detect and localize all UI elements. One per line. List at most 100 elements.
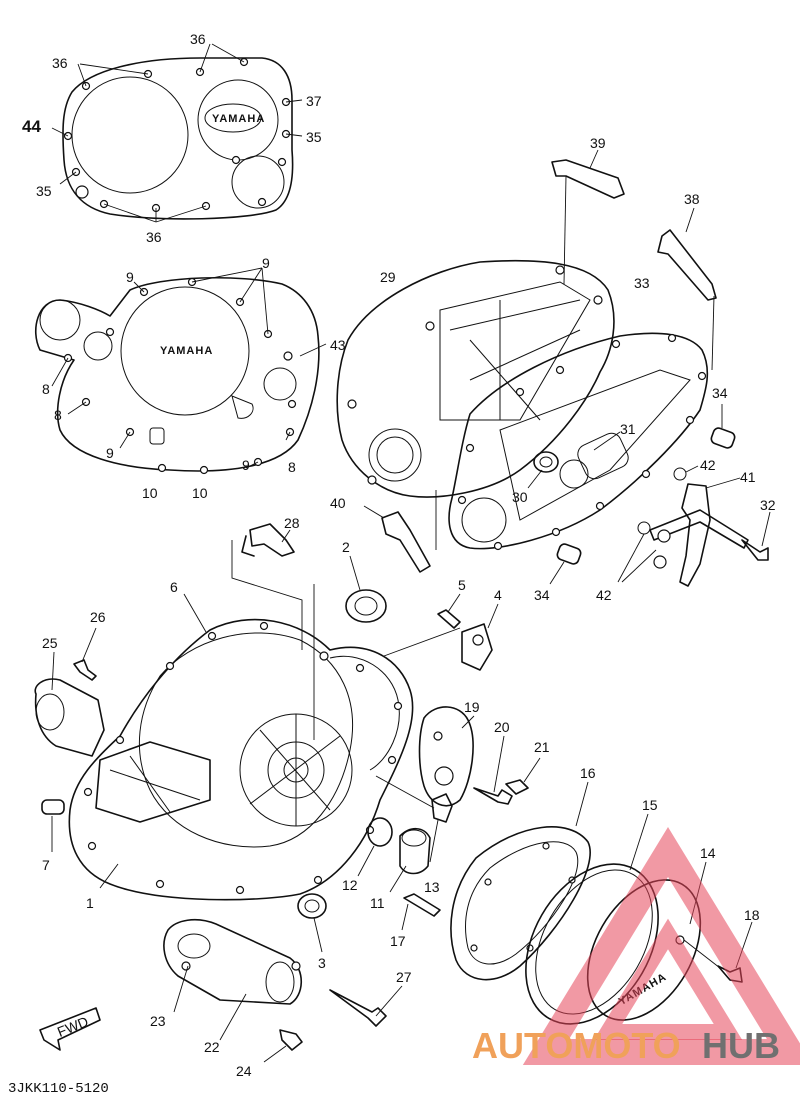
callout-36a: 36 — [190, 31, 206, 47]
cover-19 — [418, 706, 475, 807]
watermark-text-part1: AUTOMOTO — [472, 1025, 681, 1066]
callout-36b: 36 — [52, 55, 68, 71]
callout-40: 40 — [330, 495, 346, 511]
callout-25: 25 — [42, 635, 58, 651]
callout-27: 27 — [396, 969, 412, 985]
gasket-44-bolt-holes — [63, 57, 291, 213]
callout-34b: 34 — [534, 587, 550, 603]
callout-21: 21 — [534, 739, 550, 755]
callout-22: 22 — [204, 1039, 220, 1055]
bolt-32 — [741, 511, 771, 561]
callout-9c: 9 — [106, 445, 114, 461]
callout-24: 24 — [236, 1063, 252, 1079]
gasket-33-bolt-holes — [457, 333, 707, 551]
dowel-3 — [297, 893, 327, 953]
callout-1: 1 — [86, 895, 94, 911]
callout-3: 3 — [318, 955, 326, 971]
callout-30: 30 — [512, 489, 528, 505]
callout-9b: 9 — [262, 255, 270, 271]
brand-mark-1: YAMAHA — [212, 113, 265, 125]
bolt-21 — [505, 757, 541, 795]
callout-38: 38 — [684, 191, 700, 207]
fwd-arrow: FWD — [39, 1007, 101, 1051]
bolt-5 — [437, 593, 461, 629]
brand-mark-2: YAMAHA — [160, 345, 213, 357]
crankcase-cover-6 — [68, 593, 414, 901]
crankcase-cover-29 — [336, 259, 615, 498]
diagram-code: 3JKK110-5120 — [8, 1081, 109, 1097]
callout-31: 31 — [620, 421, 636, 437]
callout-35a: 35 — [306, 129, 322, 145]
callout-9d: 9 — [242, 457, 250, 473]
callout-29: 29 — [380, 269, 396, 285]
callout-14: 14 — [700, 845, 716, 861]
callout-16: 16 — [580, 765, 596, 781]
callout-23: 23 — [150, 1013, 166, 1029]
watermark-logo: AUTOMOTO HUB — [472, 827, 800, 1066]
callout-43: 43 — [330, 337, 346, 353]
clamp-28 — [231, 523, 303, 650]
bolt-20 — [473, 735, 513, 805]
callout-15: 15 — [642, 797, 658, 813]
callout-8b: 8 — [54, 407, 62, 423]
crankcase-cover-gasket-44 — [51, 43, 303, 223]
o-rings-42 — [617, 465, 699, 583]
callout-11: 11 — [370, 895, 385, 911]
bolt-27 — [329, 985, 403, 1027]
cover-6-bolt-holes — [83, 621, 403, 895]
callout-5: 5 — [458, 577, 466, 593]
callout-37: 37 — [306, 93, 322, 109]
cover-plate-4 — [383, 603, 499, 671]
callout-6: 6 — [170, 579, 178, 595]
bolt-24 — [263, 1029, 303, 1063]
gasket-16 — [450, 781, 591, 981]
callout-44: 44 — [22, 117, 41, 136]
gasket-43-bolt-holes — [63, 277, 297, 475]
callout-26: 26 — [90, 609, 106, 625]
callout-8c: 8 — [288, 459, 296, 475]
callout-19: 19 — [464, 699, 480, 715]
generator-cover-gasket-43 — [35, 267, 327, 475]
plug-11 — [389, 827, 431, 893]
starter-cover-25 — [34, 651, 105, 757]
callout-35b: 35 — [36, 183, 52, 199]
callout-39: 39 — [590, 135, 606, 151]
plate-38 — [657, 207, 717, 371]
callout-18: 18 — [744, 907, 760, 923]
oil-seal-31 — [593, 431, 621, 451]
callout-10a: 10 — [142, 485, 158, 501]
callout-9a: 9 — [126, 269, 134, 285]
bracket-40 — [363, 490, 437, 573]
dowel-7 — [41, 799, 65, 852]
callout-12: 12 — [342, 877, 358, 893]
callout-32: 32 — [760, 497, 776, 513]
watermark-triangle-inner — [593, 918, 743, 1040]
callout-13: 13 — [424, 879, 440, 895]
callout-4: 4 — [494, 587, 502, 603]
callout-42b: 42 — [596, 587, 612, 603]
bolt-26 — [73, 627, 97, 681]
callout-41: 41 — [740, 469, 756, 485]
fwd-label: FWD — [55, 1013, 91, 1040]
callout-numbers: 36 36 36 37 35 35 44 9 9 9 9 8 8 8 10 10… — [22, 31, 776, 1079]
callout-17: 17 — [390, 933, 406, 949]
lever-41 — [649, 477, 749, 587]
bearing-30 — [527, 451, 559, 489]
bolt-17 — [401, 893, 441, 931]
callout-7: 7 — [42, 857, 50, 873]
callout-36c: 36 — [146, 229, 162, 245]
callout-42a: 42 — [700, 457, 716, 473]
clip-13 — [375, 775, 453, 863]
dowel-pins-34 — [549, 404, 736, 585]
watermark-text-part2: HUB — [702, 1025, 780, 1066]
callout-8a: 8 — [42, 381, 50, 397]
callout-33: 33 — [634, 275, 650, 291]
starter-motor-22 — [163, 918, 303, 1041]
callout-34a: 34 — [712, 385, 728, 401]
callout-2: 2 — [342, 539, 350, 555]
callout-10b: 10 — [192, 485, 208, 501]
plate-39 — [551, 149, 625, 285]
crankcase-cover-gasket-33 — [448, 332, 709, 551]
